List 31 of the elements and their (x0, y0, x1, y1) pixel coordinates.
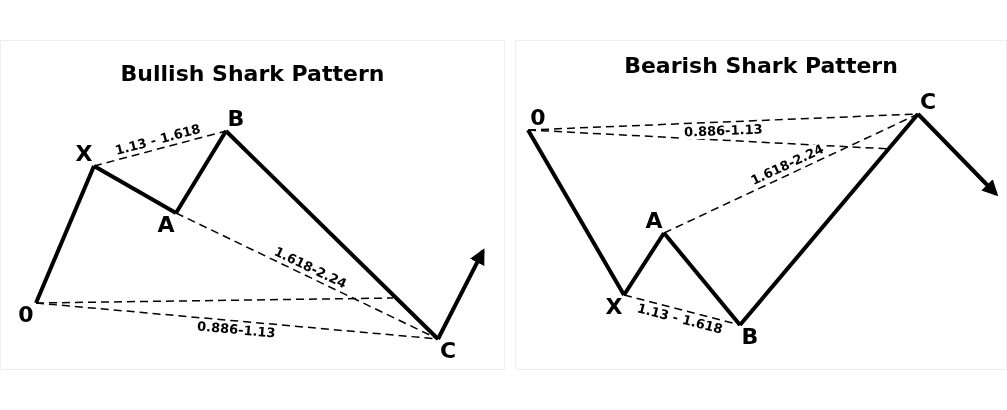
price-leg (34, 165, 96, 304)
ratio-line (663, 113, 919, 234)
ratio-line (93, 130, 227, 167)
ratio-label: 0.886-1.13 (681, 122, 765, 140)
panel-title: Bearish Shark Pattern (624, 53, 898, 78)
arrow (916, 112, 999, 197)
point-label: B (226, 107, 246, 131)
price-leg (622, 231, 666, 297)
point-label: 0 (528, 106, 548, 130)
point-label: 0 (16, 303, 36, 327)
point-label: C (918, 90, 938, 114)
ratio-line (175, 212, 439, 340)
price-leg (526, 129, 626, 296)
point-label: A (644, 209, 664, 233)
price-leg (224, 129, 440, 341)
point-label: A (156, 213, 176, 237)
point-label: X (74, 142, 94, 166)
price-leg (174, 129, 228, 215)
price-leg (738, 112, 920, 327)
ratio-line (623, 294, 741, 326)
ratio-label: 0.886-1.13 (194, 319, 278, 341)
price-leg (662, 231, 742, 327)
point-label: X (604, 295, 624, 319)
arrow (436, 248, 485, 340)
point-label: C (438, 339, 458, 363)
panel-title: Bullish Shark Pattern (120, 61, 385, 86)
price-leg (93, 164, 177, 215)
chart-panel (515, 40, 1007, 370)
point-label: B (740, 325, 760, 349)
ratio-line (35, 297, 394, 304)
chart-panel (0, 40, 505, 370)
